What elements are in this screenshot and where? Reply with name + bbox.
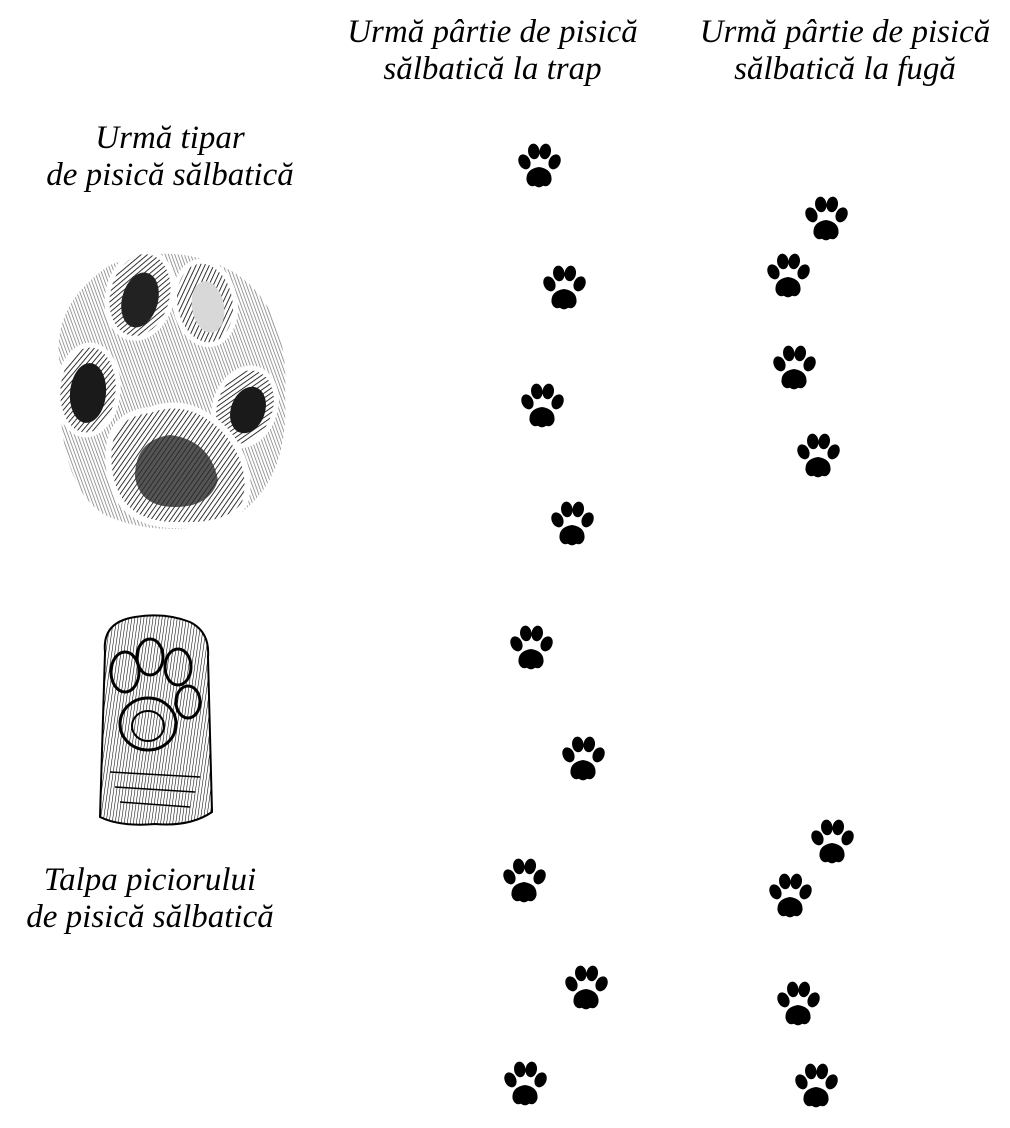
paw-sole-illustration-svg — [90, 612, 220, 832]
run-footprint-icon — [806, 816, 858, 868]
trot-footprint-icon — [557, 733, 609, 785]
caption-trot-trail: Urmă pârtie de pisică sălbatică la trap — [325, 14, 660, 88]
trot-footprint-icon — [505, 622, 557, 674]
caption-run-line1: Urmă pârtie de pisică — [680, 14, 1010, 51]
trot-footprint-icon — [560, 962, 612, 1014]
run-footprint-icon — [768, 342, 820, 394]
caption-paw-sole: Talpa piciorului de pisică sălbatică — [0, 862, 300, 936]
run-footprint-icon — [772, 978, 824, 1030]
trot-footprint-icon — [513, 140, 565, 192]
caption-sole-line2: de pisică sălbatică — [0, 899, 300, 936]
trot-footprint-icon — [516, 380, 568, 432]
trot-footprint-icon — [546, 498, 598, 550]
caption-paw-print: Urmă tipar de pisică sălbatică — [10, 120, 330, 194]
trot-footprint-icon — [498, 855, 550, 907]
caption-sole-line1: Talpa piciorului — [0, 862, 300, 899]
caption-print-line1: Urmă tipar — [10, 120, 330, 157]
run-footprint-icon — [762, 250, 814, 302]
caption-run-line2: sălbatică la fugă — [680, 51, 1010, 88]
paw-sole-illustration — [90, 612, 220, 832]
run-footprint-icon — [790, 1060, 842, 1112]
caption-print-line2: de pisică sălbatică — [10, 157, 330, 194]
trot-footprint-icon — [499, 1058, 551, 1110]
caption-trot-line1: Urmă pârtie de pisică — [325, 14, 660, 51]
paw-print-illustration — [40, 245, 300, 535]
run-footprint-icon — [764, 870, 816, 922]
caption-trot-line2: sălbatică la trap — [325, 51, 660, 88]
run-footprint-icon — [792, 430, 844, 482]
paw-print-illustration-svg — [40, 245, 300, 535]
trot-footprint-icon — [538, 262, 590, 314]
caption-run-trail: Urmă pârtie de pisică sălbatică la fugă — [680, 14, 1010, 88]
run-footprint-icon — [800, 193, 852, 245]
